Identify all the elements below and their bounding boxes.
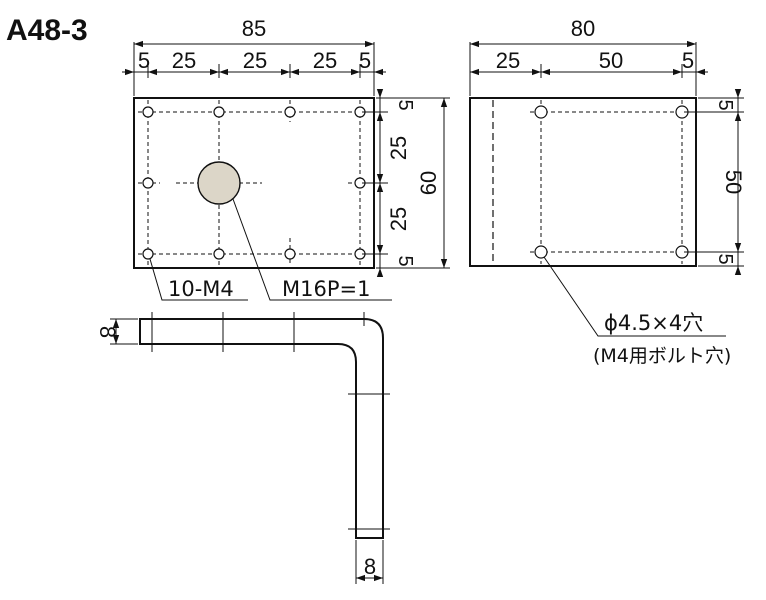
front-right-segment-4: 5: [394, 255, 416, 266]
front-right-segment-1: 5: [394, 99, 416, 110]
threaded-holes: [142, 106, 366, 260]
side-view-outline: [469, 97, 697, 267]
center-thread-boss: [197, 161, 241, 205]
through-holes-leader: [543, 256, 726, 337]
part-id-label: A48-3: [6, 14, 88, 47]
threaded-holes-leader: [149, 258, 248, 301]
front-view: 85 5 25 25 25 5: [122, 16, 450, 301]
center-thread-callout: M16P=1: [282, 277, 370, 301]
through-holes-callout: ϕ4.5×4穴: [604, 311, 703, 335]
side-right-segment-1: 5: [714, 99, 736, 110]
front-segment-3: 25: [243, 48, 267, 73]
side-overall-width: 80: [571, 16, 595, 41]
angle-profile: [139, 318, 384, 539]
side-segment-1: 25: [496, 48, 520, 73]
front-segment-1: 5: [138, 48, 150, 73]
through-holes-note: (M4用ボルト穴): [593, 345, 731, 367]
side-right-segment-3: 5: [714, 253, 736, 264]
front-right-segment-2: 25: [386, 136, 411, 160]
center-thread-leader: [232, 198, 392, 301]
side-right-segment-2: 50: [721, 170, 746, 194]
side-segment-2: 50: [599, 48, 623, 73]
section-view: 8 8: [95, 312, 390, 584]
through-holes: [534, 105, 689, 259]
section-thickness-vertical: 8: [95, 326, 120, 338]
side-view: 80 25 50 5 5 50 5 ϕ: [469, 16, 746, 367]
side-segment-3: 5: [682, 48, 694, 73]
threaded-holes-callout: 10-M4: [168, 277, 234, 301]
front-overall-width: 85: [242, 16, 266, 41]
section-thickness-horizontal: 8: [364, 554, 376, 579]
front-right-segment-3: 25: [386, 207, 411, 231]
front-segment-4: 25: [313, 48, 337, 73]
front-segment-2: 25: [172, 48, 196, 73]
front-segment-5: 5: [359, 48, 371, 73]
front-overall-height: 60: [416, 171, 441, 195]
